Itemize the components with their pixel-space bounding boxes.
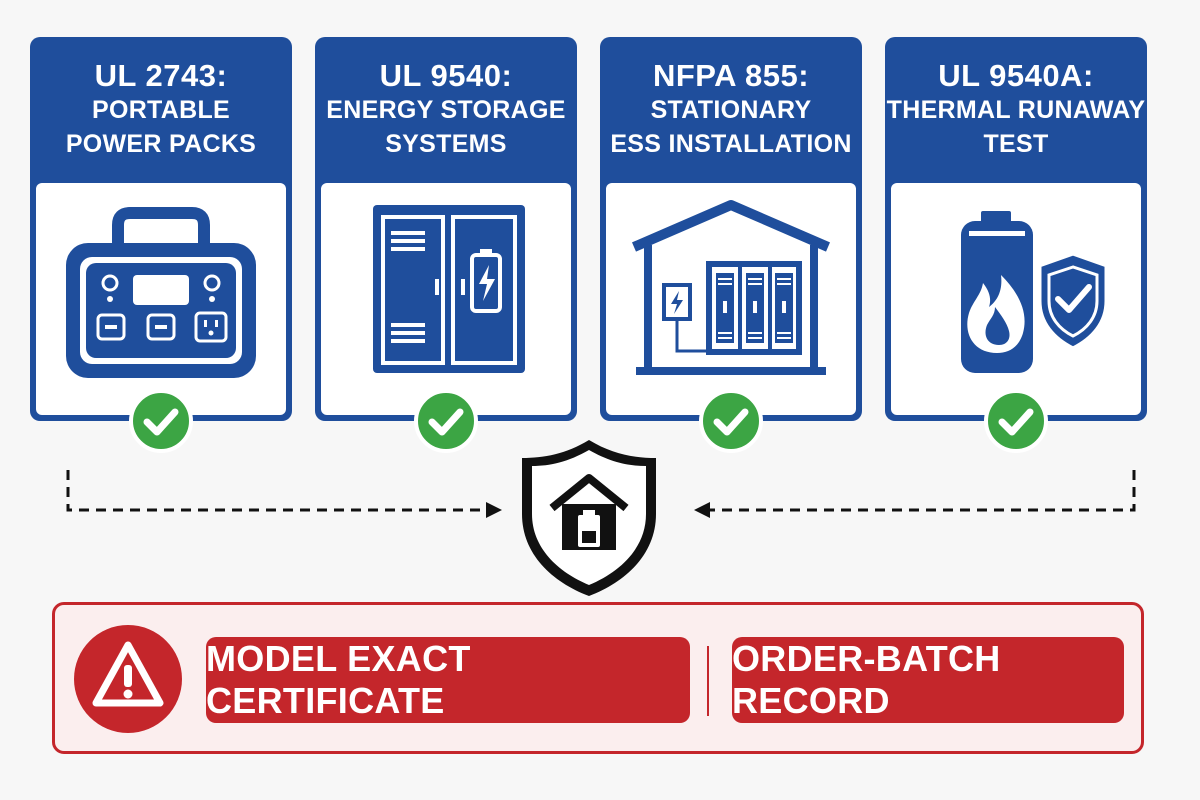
card-title: UL 9540: ENERGY STORAGE SYSTEMS xyxy=(326,58,566,159)
warning-icon xyxy=(74,625,182,733)
check-icon xyxy=(129,389,193,453)
model-exact-certificate-label: MODEL EXACT CERTIFICATE xyxy=(206,637,690,723)
card-image-panel xyxy=(891,183,1141,415)
order-batch-record-label: ORDER-BATCH RECORD xyxy=(732,637,1124,723)
standard-card-ul9540: UL 9540: ENERGY STORAGE SYSTEMS xyxy=(315,37,577,421)
standard-card-nfpa855: NFPA 855: STATIONARY ESS INSTALLATION xyxy=(600,37,862,421)
portable-power-station-icon xyxy=(66,207,256,378)
home-battery-shield-icon xyxy=(522,440,656,596)
standard-card-ul9540a: UL 9540A: THERMAL RUNAWAY TEST xyxy=(885,37,1147,421)
card-image-panel xyxy=(36,183,286,415)
ess-building-icon xyxy=(632,200,830,375)
card-title: NFPA 855: STATIONARY ESS INSTALLATION xyxy=(610,58,852,159)
card-title: UL 2743: PORTABLE POWER PACKS xyxy=(65,58,257,159)
divider xyxy=(707,646,709,716)
standard-card-ul2743: UL 2743: PORTABLE POWER PACKS xyxy=(30,37,292,421)
energy-storage-cabinet-icon xyxy=(373,205,525,373)
check-icon xyxy=(414,389,478,453)
card-image-panel xyxy=(606,183,856,415)
card-title: UL 9540A: THERMAL RUNAWAY TEST xyxy=(886,58,1146,159)
check-icon xyxy=(984,389,1048,453)
check-icon xyxy=(699,389,763,453)
battery-fire-shield-icon xyxy=(961,211,1110,373)
card-image-panel xyxy=(321,183,571,415)
